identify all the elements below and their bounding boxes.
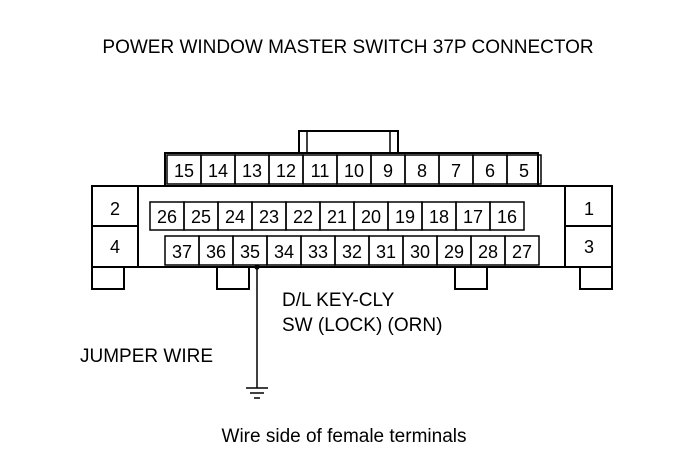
pin-label-23: 23	[259, 207, 279, 227]
pin-label-32: 32	[342, 242, 362, 262]
pin-label-16: 16	[497, 207, 517, 227]
pin-label-9: 9	[383, 161, 393, 181]
pin-label-26: 26	[157, 207, 177, 227]
pin-label-29: 29	[444, 242, 464, 262]
pin-label-17: 17	[463, 207, 483, 227]
pin-label-12: 12	[276, 161, 296, 181]
terminal-35-dot	[254, 264, 260, 270]
pin-label-20: 20	[361, 207, 381, 227]
pin-label-18: 18	[429, 207, 449, 227]
pin-label-28: 28	[478, 242, 498, 262]
pin-label-27: 27	[512, 242, 532, 262]
middle-pin-row: 26 25 24 23 22 21 20 19 18 17 16	[149, 201, 525, 231]
pin-cell-27	[504, 235, 540, 266]
wire-label-line2: SW (LOCK) (ORN)	[282, 315, 442, 336]
pin-label-14: 14	[208, 161, 228, 181]
pin-label-34: 34	[274, 242, 294, 262]
pin-label-36: 36	[206, 242, 226, 262]
pin-label-21: 21	[327, 207, 347, 227]
terminal-3-label: 3	[584, 237, 594, 257]
pin-label-15: 15	[174, 161, 194, 181]
diagram-title: POWER WINDOW MASTER SWITCH 37P CONNECTOR	[102, 37, 593, 58]
pin-label-13: 13	[242, 161, 262, 181]
pin-label-7: 7	[451, 161, 461, 181]
pin-label-30: 30	[410, 242, 430, 262]
bottom-pin-row: 37 36 35 34 33 32 31 30 29 28 27	[164, 235, 540, 266]
pin-label-35: 35	[240, 242, 260, 262]
pin-label-19: 19	[395, 207, 415, 227]
terminal-1-label: 1	[584, 199, 594, 219]
pin-label-10: 10	[344, 161, 364, 181]
pin-label-5: 5	[519, 161, 529, 181]
pin-label-33: 33	[308, 242, 328, 262]
pin-label-22: 22	[293, 207, 313, 227]
top-pin-row: 15 14 13 12 11 10 9 8 7 6 5	[166, 154, 542, 185]
pin-label-6: 6	[485, 161, 495, 181]
jumper-wire-label: JUMPER WIRE	[80, 346, 213, 367]
pin-label-24: 24	[225, 207, 245, 227]
terminal-4-label: 4	[110, 237, 120, 257]
diagram-caption: Wire side of female terminals	[222, 426, 467, 447]
pin-label-37: 37	[172, 242, 192, 262]
jumper-wire	[254, 264, 260, 388]
terminal-2-label: 2	[110, 199, 120, 219]
ground-icon	[246, 387, 268, 399]
pin-cell-16	[489, 201, 525, 231]
pin-cell-5	[506, 154, 542, 185]
wire-label-line1: D/L KEY-CLY	[282, 290, 395, 311]
pin-label-25: 25	[191, 207, 211, 227]
pin-label-8: 8	[417, 161, 427, 181]
pin-label-11: 11	[311, 161, 330, 181]
pin-label-31: 31	[376, 242, 396, 262]
connector-housing	[91, 130, 613, 290]
